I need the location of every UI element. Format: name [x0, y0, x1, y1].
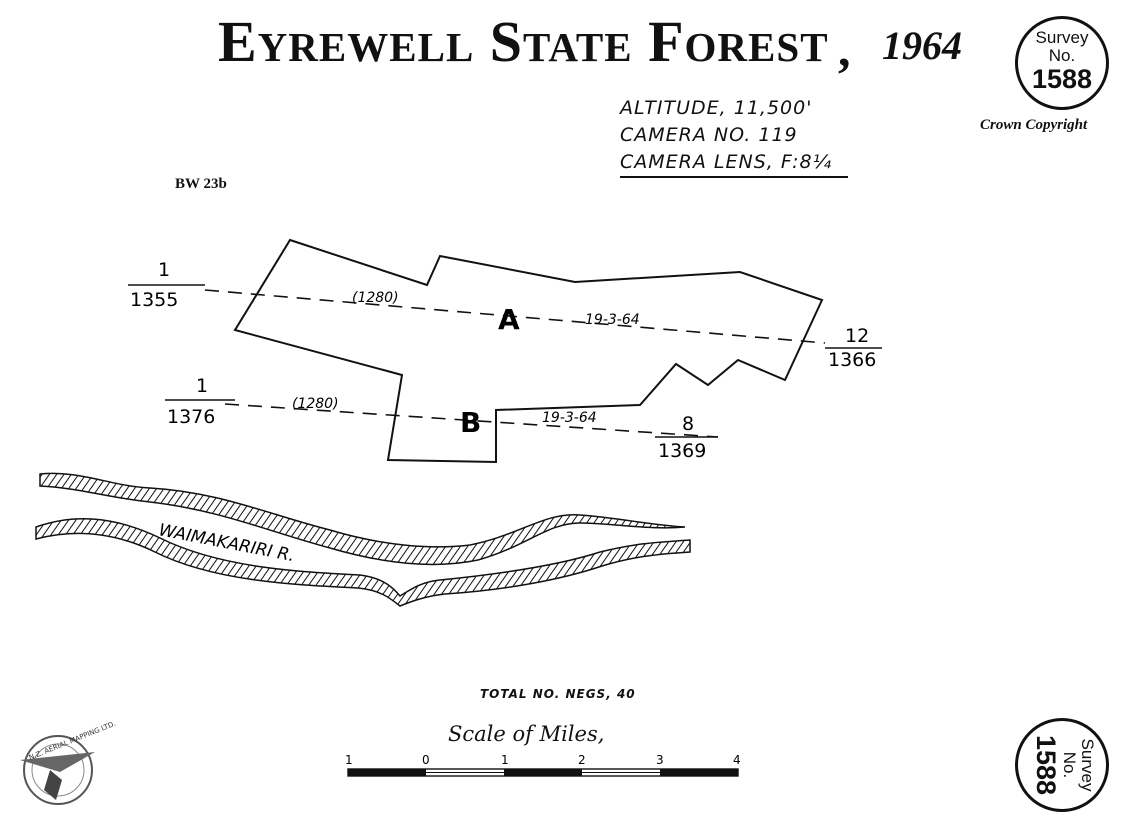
scale-tick-label: 1 — [345, 753, 353, 767]
run-a-focal: (1280) — [352, 290, 399, 306]
scale-tick-label: 1 — [501, 753, 509, 767]
flight-line-b — [224, 403, 719, 438]
run-b-end-num: 8 — [682, 413, 694, 435]
camera-info-underline — [620, 176, 848, 178]
stamp-bottom-line2: No. — [1060, 751, 1079, 779]
run-a-end-num: 12 — [845, 325, 869, 347]
run-a-start-den: 1355 — [130, 289, 178, 311]
run-a-end-den: 1366 — [828, 349, 876, 371]
run-b-end-den: 1369 — [658, 440, 706, 462]
scale-bar — [347, 768, 739, 777]
scale-tick-label: 0 — [422, 753, 430, 767]
scale-tick-label: 3 — [656, 753, 664, 767]
map-title: Eyrewell State Forest — [218, 9, 829, 74]
run-a-label: A — [498, 303, 520, 336]
reference-code: BW 23b — [175, 176, 227, 192]
stamp-top-line1: Survey — [1035, 28, 1089, 47]
title-comma: , — [838, 21, 851, 77]
survey-stamp-top: Survey No. 1588 — [1015, 16, 1109, 110]
scale-title: Scale of Miles, — [448, 722, 605, 746]
altitude-text: ALTITUDE, 11,500' — [620, 97, 813, 119]
stamp-bottom-line1: Survey — [1078, 738, 1097, 792]
river-north-bank — [39, 472, 686, 566]
run-b-start-den: 1376 — [167, 406, 215, 428]
scale-tick-label: 4 — [733, 753, 741, 767]
stamp-top-line2: No. — [1048, 46, 1076, 65]
forest-boundary — [233, 238, 824, 464]
stamp-top-number: 1588 — [1031, 64, 1093, 94]
crown-copyright: Crown Copyright — [980, 117, 1088, 133]
aerial-mapping-logo — [20, 735, 95, 805]
camera-info: ALTITUDE, 11,500' CAMERA NO. 119 CAMERA … — [620, 95, 832, 176]
total-negatives: TOTAL NO. NEGS, 40 — [480, 687, 636, 701]
stamp-bottom-number: 1588 — [1031, 734, 1061, 796]
map-year: 1964 — [882, 23, 962, 68]
camera-lens-text: CAMERA LENS, F:8¼ — [620, 151, 833, 173]
scale-tick-label: 2 — [578, 753, 586, 767]
camera-number-text: CAMERA NO. 119 — [620, 124, 798, 146]
river-south-bank — [35, 517, 691, 607]
run-a-date: 19-3-64 — [585, 312, 640, 328]
run-b-date: 19-3-64 — [542, 410, 597, 426]
run-a-start-num: 1 — [158, 259, 170, 281]
run-b-label: B — [460, 406, 481, 439]
flight-line-a — [204, 289, 826, 344]
survey-stamp-bottom: Survey No. 1588 — [1015, 718, 1109, 812]
run-b-start-num: 1 — [196, 375, 208, 397]
run-b-focal: (1280) — [292, 396, 339, 412]
